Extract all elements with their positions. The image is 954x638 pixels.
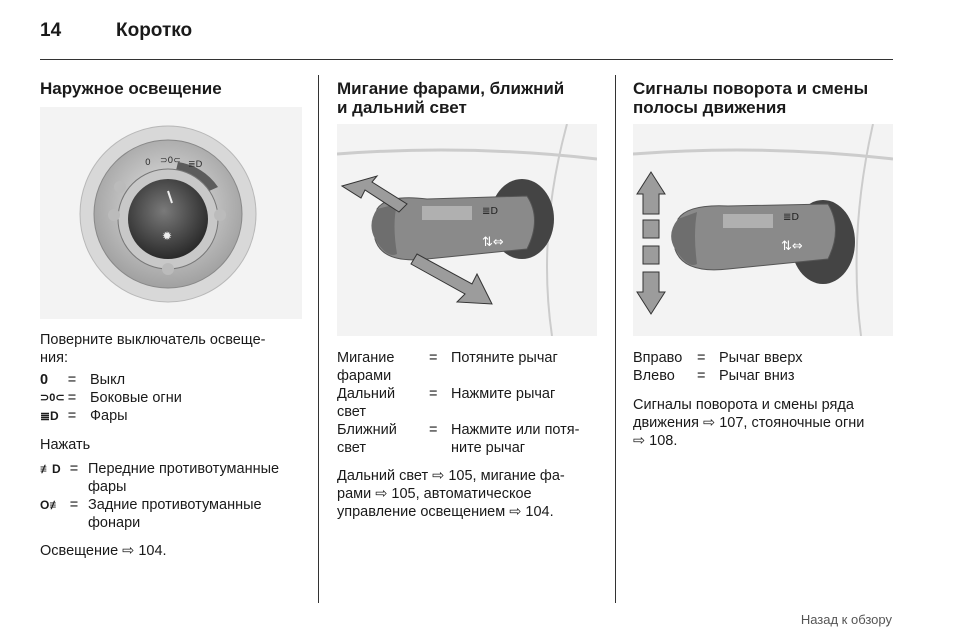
off-symbol: 0: [40, 372, 49, 388]
switch-instruction: Поверните выключатель освеще- ния:: [40, 332, 266, 366]
table-row: Ближний свет=Нажмите или потя- ните рыча…: [337, 422, 580, 456]
switch-item-headlights: ≣D = Фары: [40, 408, 128, 424]
svg-text:≣D: ≣D: [188, 160, 203, 170]
lighting-reference: Освещение ⇨ 104.: [40, 543, 167, 559]
front-fog-icon: ≢D: [40, 462, 61, 476]
turn-signal-references: Сигналы поворота и смены ряда движения ⇨…: [633, 397, 865, 449]
column-divider-1: [318, 75, 319, 603]
svg-text:⇅⇔: ⇅⇔: [482, 235, 504, 250]
back-to-overview-link[interactable]: Назад к обзору: [800, 612, 892, 627]
svg-text:✹: ✹: [162, 229, 172, 243]
table-row: Влево=Рычаг вниз: [633, 368, 795, 384]
press-label: Нажать: [40, 437, 91, 453]
exterior-lighting-title: Наружное освещение: [40, 79, 222, 98]
headlight-flash-title: Мигание фарами, ближний и дальний свет: [337, 79, 565, 117]
side-lights-icon: ⊃0⊂: [40, 392, 65, 404]
headlight-stalk-figure: ≣D ⇅⇔: [336, 123, 598, 337]
header-divider: [40, 59, 893, 60]
switch-item-off: 0 = Выкл: [40, 372, 126, 388]
column-divider-2: [615, 75, 616, 603]
page-number: 14: [40, 20, 62, 41]
headlight-references: Дальний свет ⇨ 105, мигание фа- рами ⇨ 1…: [337, 468, 565, 520]
turn-signal-stalk-figure: ≣D ⇅⇔: [632, 123, 894, 337]
rear-fog-icon: O≢: [40, 498, 62, 512]
svg-text:⇅⇔: ⇅⇔: [781, 239, 803, 254]
switch-item-side-lights: ⊃0⊂ = Боковые огни: [40, 390, 182, 406]
press-items-list: ≢D = Передние противотуманные фары O≢ = …: [40, 460, 310, 532]
svg-text:⊃0⊂: ⊃0⊂: [160, 156, 181, 166]
table-row: Мигание фарами=Потяните рычаг: [337, 350, 558, 384]
turn-signal-table: Вправо=Рычаг вверх Влево=Рычаг вниз: [633, 349, 903, 385]
chapter-title: Коротко: [116, 20, 193, 41]
table-row: Вправо=Рычаг вверх: [633, 350, 803, 366]
headlights-icon: ≣D: [40, 409, 59, 423]
svg-text:0: 0: [145, 158, 151, 168]
switch-items-list: 0 = Выкл ⊃0⊂ = Боковые огни ≣D = Фары: [40, 371, 310, 425]
table-row: Дальний свет=Нажмите рычаг: [337, 386, 556, 420]
press-item-front-fog: ≢D = Передние противотуманные фары: [40, 461, 280, 495]
light-switch-figure: ✹ 0 ⊃0⊂ ≣D: [40, 107, 302, 319]
svg-text:≣D: ≣D: [482, 206, 498, 217]
press-item-rear-fog: O≢ = Задние противотуманные фонари: [40, 497, 262, 531]
svg-text:≣D: ≣D: [783, 212, 799, 223]
turn-signals-title: Сигналы поворота и смены полосы движения: [633, 79, 869, 117]
headlight-actions-table: Мигание фарами=Потяните рычаг Дальний св…: [337, 349, 607, 457]
